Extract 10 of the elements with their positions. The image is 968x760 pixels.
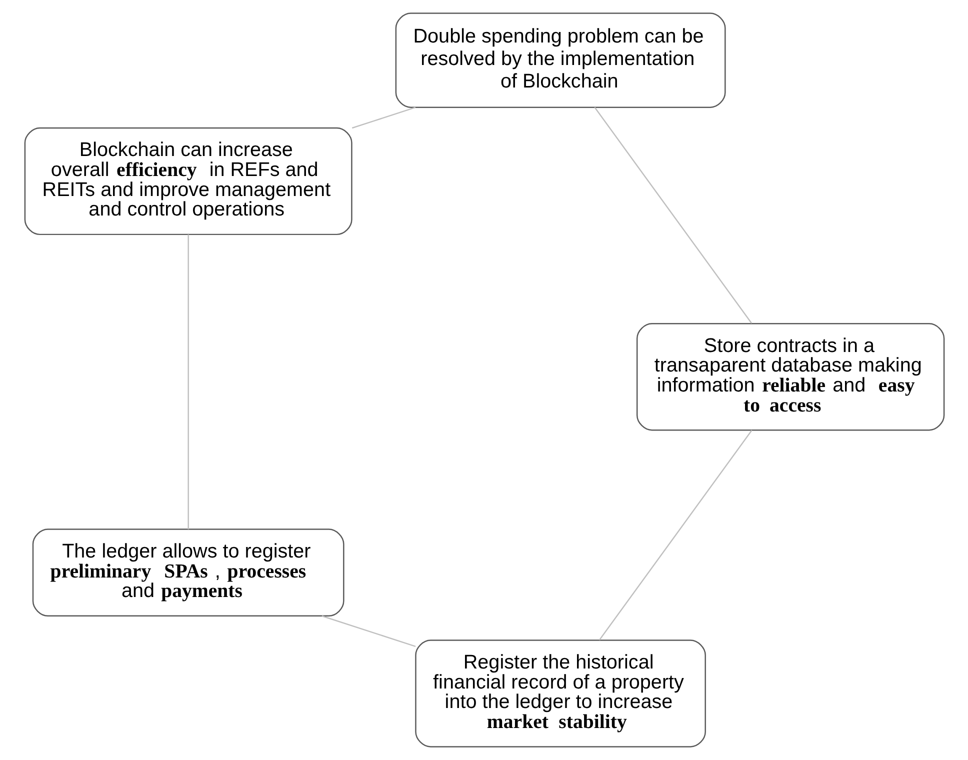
node-box: The ledger allows to register preliminary SPAs, processes and payments (32, 528, 344, 617)
connector (598, 430, 752, 640)
node-box: Blockchain can increase overall efficiency in REFs and REITs and improve management and control operations (24, 127, 352, 236)
node-box: Double spending problem can be resolved by the implementation of Blockchain (394, 12, 726, 108)
connector (351, 106, 416, 129)
node-box: Register the historical financial record of a property into the ledger to increase market stability (414, 640, 706, 748)
connector (594, 106, 752, 324)
node-box: Store contracts in a transaparent database making information reliable and easy to access (636, 323, 944, 431)
connector (321, 615, 416, 647)
connector (187, 234, 188, 530)
